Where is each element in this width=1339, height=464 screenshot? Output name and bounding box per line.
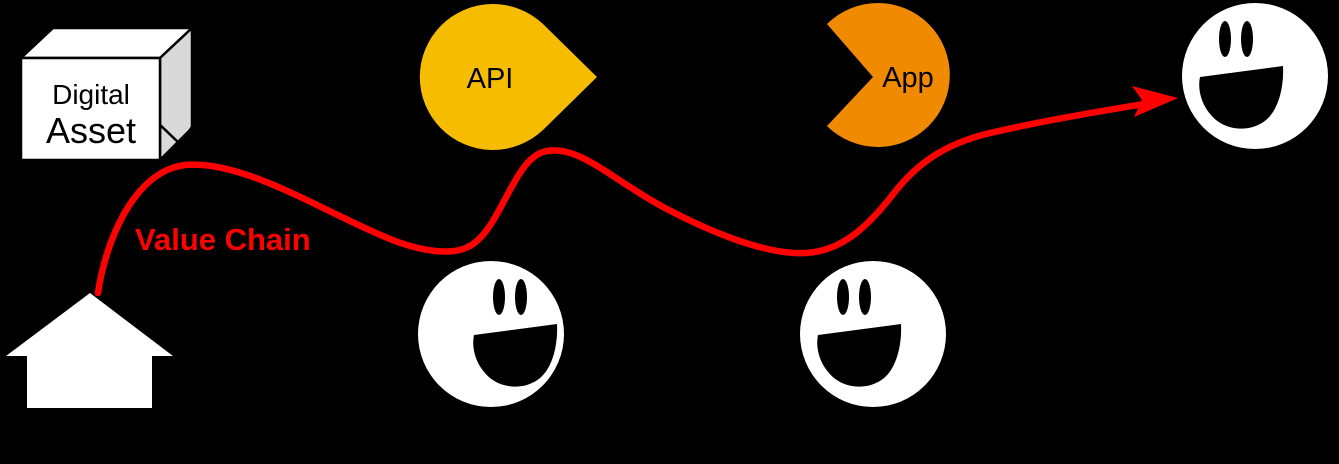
smiley-eye-icon [1219,21,1231,57]
smiley-mouth-icon [473,324,558,387]
smiley-face-3 [1182,3,1328,149]
box-flap-line [156,121,194,146]
value-chain-label: Value Chain [135,222,311,257]
smiley-eye-icon [859,279,871,315]
house-icon [6,293,173,408]
value-chain-curve [94,99,1154,297]
api-label: API [467,63,514,95]
teardrop-icon [419,4,597,151]
digital-asset-label-line2: Asset [46,110,136,151]
app-node: App [827,2,950,147]
digital-asset-box: Digital Asset [19,26,194,162]
digital-asset-label-line1: Digital [52,79,130,110]
smiley-eye-icon [1241,21,1253,57]
smiley-face-2 [800,261,946,407]
smiley-mouth-icon [1199,66,1284,129]
smiley-eye-icon [493,279,505,315]
house-body [27,356,152,408]
arrowhead-icon [1132,86,1178,117]
box-front-face [19,56,162,162]
smiley-mouth-icon [817,324,902,387]
app-label: App [882,62,934,94]
smiley-eye-icon [515,279,527,315]
api-node: API [419,4,597,151]
pacman-icon [827,2,950,147]
house-roof [6,293,173,356]
smiley-face-1 [418,261,564,407]
smiley-eye-icon [837,279,849,315]
